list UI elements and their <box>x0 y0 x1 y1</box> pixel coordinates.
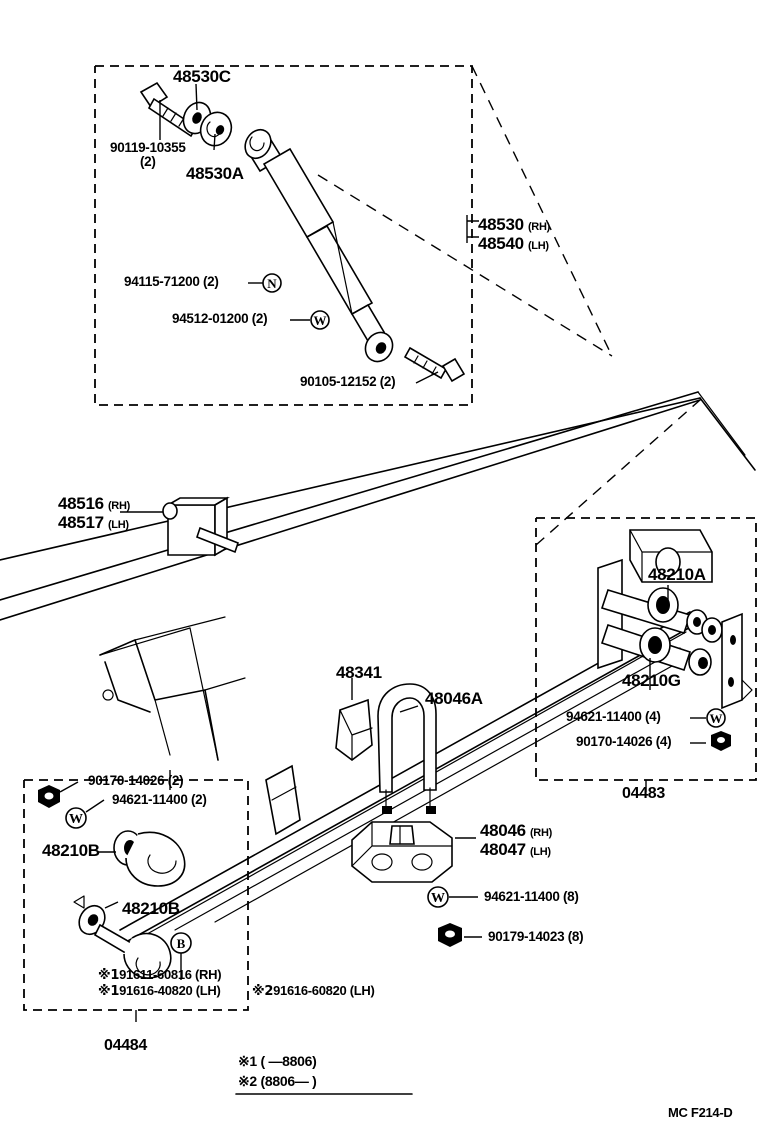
nut-symbol-bottom <box>438 923 462 947</box>
leaf-spring-illustration <box>119 611 697 943</box>
asterisk-mark-1b: ※1 <box>98 984 120 999</box>
asterisk-mark-1: ※1 <box>98 968 120 983</box>
label-48540-side: (LH) <box>527 239 549 252</box>
nut-symbol-right <box>711 731 731 751</box>
label-90119-10355: 90119-10355 (2) <box>110 140 186 170</box>
label-bumper-stop: 48516 (RH) 48517 (LH) <box>58 495 130 533</box>
asterisk-mark-2: ※2 <box>252 984 274 999</box>
label-48046A: 48046A <box>425 689 483 708</box>
spring-seat-art <box>351 821 476 883</box>
label-48516-side: (RH) <box>107 500 130 512</box>
label-bolt-lh-91616-40820: ※191616-40820 (LH) <box>98 984 221 999</box>
label-48530C: 48530C <box>173 67 231 86</box>
legend-line-2: ※2 (8806— ) <box>238 1073 317 1089</box>
label-48516-number: 48516 <box>58 494 104 513</box>
label-90119-10355-qty: (2) <box>139 154 156 170</box>
left-assembly-dashed-box <box>23 779 249 1011</box>
kit-number-ticks <box>135 780 647 1022</box>
label-bolt-lh-text: 91616-40820 (LH) <box>119 983 221 998</box>
label-94115-71200: 94115-71200 (2) <box>124 274 219 289</box>
shock-body-art <box>244 128 394 363</box>
shackle-illustration <box>535 399 753 710</box>
shock-lower-bolt-art <box>403 346 466 383</box>
label-bolt-rh-text: 91611-60816 (RH) <box>119 967 222 982</box>
label-48210A: 48210A <box>648 565 706 584</box>
label-bolt-lh2-text: 91616-60820 (LH) <box>273 983 375 998</box>
label-48530-side: (RH) <box>527 221 550 233</box>
front-spring-pin-art: W B <box>38 770 192 980</box>
label-94621-11400-4: 94621-11400 (4) <box>566 709 661 724</box>
label-shock-assembly: 48530 (RH) 48540 (LH) <box>478 216 550 254</box>
label-94621-11400-8: 94621-11400 (8) <box>484 889 579 904</box>
label-94621-11400-2: 94621-11400 (2) <box>112 792 207 807</box>
label-48530A: 48530A <box>186 164 244 183</box>
svg-text:W: W <box>69 812 83 827</box>
svg-text:W: W <box>710 711 723 726</box>
label-48210B-rear: 48210B <box>122 899 180 918</box>
frame-rail-illustration <box>0 391 756 621</box>
svg-text:W: W <box>314 313 327 328</box>
shock-bushing-art <box>199 111 233 147</box>
svg-text:B: B <box>177 936 186 951</box>
right-fastener-symbols: W <box>690 708 731 751</box>
label-kit-04484: 04484 <box>104 1037 147 1054</box>
shock-absorber-illustration <box>139 65 613 383</box>
label-90170-14026-4: 90170-14026 (4) <box>576 734 672 749</box>
nut-symbol-left <box>38 785 60 808</box>
label-90119-10355-number: 90119-10355 <box>110 140 186 155</box>
svg-text:N: N <box>267 276 277 291</box>
label-bolt-lh-91616-60820: ※291616-60820 (LH) <box>252 984 375 999</box>
label-48530-number: 48530 <box>478 215 524 234</box>
bumper-stop-art <box>120 496 239 557</box>
u-bolt-art <box>377 683 437 814</box>
label-48517-number: 48517 <box>58 512 104 532</box>
label-48210G: 48210G <box>622 671 681 690</box>
label-48047-number: 48047 <box>480 839 526 859</box>
label-48047-side: (LH) <box>529 845 551 858</box>
label-90105-12152: 90105-12152 (2) <box>300 374 396 389</box>
label-48210B-front: 48210B <box>42 841 100 860</box>
svg-text:W: W <box>431 891 445 906</box>
label-48046-side: (RH) <box>529 827 552 839</box>
label-94512-01200: 94512-01200 (2) <box>172 311 268 326</box>
label-bolt-rh-91611: ※191611-60816 (RH) <box>98 967 222 983</box>
label-48046-number: 48046 <box>480 821 526 840</box>
top-assembly-dashed-box <box>94 65 473 406</box>
footer-code: MC F214-D <box>668 1105 733 1120</box>
spring-bumper-art <box>335 678 373 761</box>
bottom-hardware-symbols: W <box>427 886 482 947</box>
label-spring-seat: 48046 (RH) 48047 (LH) <box>480 822 552 860</box>
top-leader-lines: N W <box>159 83 439 384</box>
label-48341: 48341 <box>336 663 382 682</box>
legend-line-1: ※1 ( —8806) <box>238 1053 317 1069</box>
label-48540-number: 48540 <box>478 233 524 253</box>
label-90179-14023-8: 90179-14023 (8) <box>488 929 584 944</box>
label-90170-14026-2: 90170-14026 (2) <box>88 773 184 788</box>
label-48517-side: (LH) <box>107 518 129 531</box>
label-kit-04483: 04483 <box>622 785 665 802</box>
right-assembly-dashed-box <box>535 517 757 781</box>
frame-bracket-left-art <box>99 616 246 761</box>
